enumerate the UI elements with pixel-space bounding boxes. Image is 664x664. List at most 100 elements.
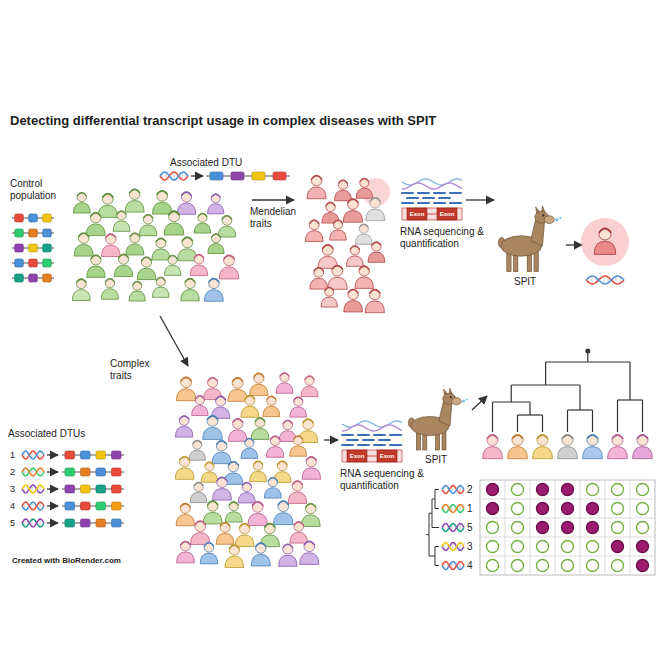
person-figure [216,440,227,451]
person-figure [290,436,307,457]
empty-circle [637,522,649,534]
rna-seq-icon [347,439,358,441]
empty-circle [587,560,599,572]
row-number: 4 [467,560,473,572]
person-figure [359,266,369,270]
dna-icon [460,505,461,513]
filled-circle [587,503,599,515]
person-figure [321,297,337,307]
person-figure [211,194,220,197]
person-figure [251,543,270,566]
flow-arrow [160,316,188,366]
person-figure [301,376,318,397]
person-figure [189,440,205,460]
person-figure [205,462,214,465]
row-number: 5 [467,522,473,534]
person-figure [152,249,170,260]
person-figure [157,191,168,195]
filled-circle [637,541,649,553]
person-figure [176,389,195,401]
person-figure [181,541,191,551]
person-figure [194,254,204,264]
person-figure [356,188,372,198]
person-figure [587,435,598,439]
dna-icon [460,524,461,532]
person-figure [594,241,616,254]
person-figure [177,541,195,563]
rna-seq-icon [342,434,353,436]
person-figure [250,461,267,482]
dendrogram [642,400,643,432]
person-figure [309,220,319,223]
person-figure [194,482,203,491]
person-figure [355,234,372,244]
person-figure [194,255,204,258]
person-figure [217,478,228,482]
person-figure [137,257,156,280]
person-figure [290,522,308,544]
person-figure [181,290,200,301]
person-figure [359,266,369,276]
person-figure [346,256,363,266]
person-figure [203,512,222,524]
rna-seq-icon [390,444,401,446]
person-figure [303,419,314,423]
flow-arrow [47,522,58,523]
person-figure [350,246,359,249]
person-figure [164,255,180,275]
rna-seq-icon [402,202,413,204]
person-figure [129,189,140,193]
empty-circle [512,503,524,515]
person-figure [292,481,302,491]
person-figure [212,452,231,464]
filled-circle [537,484,549,496]
person-figure [254,373,264,377]
dtu-table [530,480,531,575]
dna-icon [22,451,44,459]
person-figure [322,245,333,249]
gene-strip [15,229,24,237]
person-figure [294,522,304,532]
person-figure [365,301,384,313]
gene-strip [273,172,286,180]
person-figure [372,242,381,245]
callout-number: 2 [10,467,15,478]
person-figure [218,226,236,237]
dendrogram [592,410,593,432]
person-figure [77,193,86,196]
dna-icon [460,562,461,570]
person-figure [190,492,207,502]
person-figure [74,244,93,256]
dna-icon [22,485,44,493]
person-figure [232,377,243,388]
person-figure [229,545,239,555]
person-figure [216,441,227,445]
dna-icon [592,276,593,284]
rna-seq-icon [367,456,377,457]
gene-strip [43,259,52,267]
empty-circle [512,522,524,534]
person-figure [73,203,90,213]
person-figure [201,462,218,482]
dna-icon [442,505,464,513]
person-figure [300,553,319,565]
person-figure [266,436,283,457]
step-label: RNA sequencing & quantification [400,226,492,250]
person-figure [169,211,180,222]
row-dendrogram [432,527,439,528]
person-figure [302,457,321,480]
person-figure [229,502,238,511]
rna-seq-icon [363,439,374,441]
person-figure [251,418,269,440]
person-figure [305,376,315,386]
person-figure [343,210,362,222]
person-figure [209,278,219,288]
rna-seq-icon [434,192,445,194]
empty-circle [637,484,649,496]
rna-seq-icon [374,434,385,436]
person-figure [176,503,194,526]
person-figure [365,289,384,313]
gene-strip [12,274,54,282]
person-figure [72,279,90,301]
person-figure [114,265,132,276]
